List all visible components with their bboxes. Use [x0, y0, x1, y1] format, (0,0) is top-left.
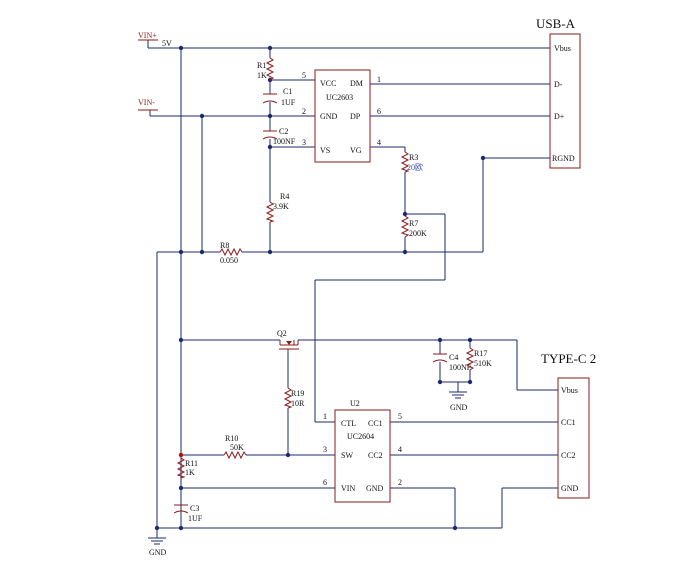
- u1-pin-num-3: 3: [302, 138, 306, 147]
- r11-value: 1K: [185, 468, 195, 477]
- ground-symbol-bottom: GND: [148, 537, 167, 557]
- resistor-r3: R3 20欧: [400, 151, 423, 173]
- rail-5v-label: 5V: [162, 39, 172, 48]
- r1-ref: R1: [257, 61, 266, 70]
- c3-ref: C3: [190, 504, 199, 513]
- u2-pin-num-1: 1: [323, 412, 327, 421]
- resistor-r11: R11 1K: [176, 457, 198, 479]
- ground-symbol-c4: GND: [449, 391, 468, 412]
- r7-value: 200K: [409, 229, 427, 238]
- u1-pin-num-6: 6: [377, 107, 381, 116]
- r3-ref: R3: [409, 153, 418, 162]
- u1-pin-vg: VG: [350, 146, 362, 155]
- c2-ref: C2: [279, 127, 288, 136]
- gnd-c4-label: GND: [450, 403, 468, 412]
- r3-value: 20欧: [407, 162, 423, 172]
- u1-pin-dp: DP: [350, 112, 361, 121]
- vin-plus-port: VIN+: [138, 31, 158, 41]
- u1-pin-num-5: 5: [302, 71, 306, 80]
- r11-ref: R11: [185, 459, 198, 468]
- resistor-r8: R8 0.050: [219, 241, 243, 265]
- r7-ref: R7: [409, 219, 418, 228]
- usb-a-pin-dplus: D+: [554, 112, 565, 121]
- type-c-pin-cc2: CC2: [561, 451, 576, 460]
- junctions: [154, 45, 486, 531]
- u1-pin-vs: VS: [320, 146, 330, 155]
- type-c-pin-cc1: CC1: [561, 418, 576, 427]
- u2-part-name: UC2604: [347, 432, 374, 441]
- u2-pin-num-6: 6: [323, 478, 327, 487]
- resistor-r1: R1 1K: [257, 57, 275, 81]
- r8-ref: R8: [220, 241, 229, 250]
- u1-pin-num-4: 4: [377, 138, 381, 147]
- u2-pin-num-4: 4: [398, 445, 402, 454]
- resistor-r19: R19 10R: [283, 387, 305, 409]
- u2-pin-cc2: CC2: [368, 451, 383, 460]
- type-c-pin-vbus: Vbus: [561, 386, 578, 395]
- c3-value: 1UF: [188, 514, 203, 523]
- usb-a-connector: USB-A Vbus D- D+ RGND: [536, 16, 581, 169]
- capacitor-c1: C1 1UF: [262, 87, 296, 107]
- r4-value: 3.9K: [273, 202, 289, 211]
- capacitor-c3: C3 1UF: [173, 504, 203, 523]
- wires: [140, 39, 558, 538]
- capacitor-c4: C4 100NF: [432, 353, 472, 372]
- r17-value: 510K: [474, 359, 492, 368]
- u1-pin-gnd: GND: [320, 112, 338, 121]
- r4-ref: R4: [280, 192, 289, 201]
- r19-ref: R19: [291, 389, 304, 398]
- r8-value: 0.050: [220, 256, 238, 265]
- u1-pin-num-2: 2: [302, 107, 306, 116]
- r17-ref: R17: [474, 349, 487, 358]
- usb-a-pin-vbus: Vbus: [554, 44, 571, 53]
- u2-pin-gnd: GND: [366, 484, 384, 493]
- usb-a-pin-dminus: D-: [554, 80, 563, 89]
- u1-pin-num-1: 1: [377, 75, 381, 84]
- r19-value: 10R: [291, 399, 305, 408]
- usb-a-title: USB-A: [536, 16, 576, 31]
- type-c-connector: TYPE-C 2 Vbus CC1 CC2 GND: [541, 351, 596, 499]
- usb-a-pin-rgnd: RGND: [552, 154, 575, 163]
- vin-minus-port: VIN-: [138, 98, 158, 111]
- u2-pin-cc1: CC1: [368, 419, 383, 428]
- r10-ref: R10: [225, 434, 238, 443]
- vin-minus-label: VIN-: [138, 98, 155, 107]
- u1-pin-vcc: VCC: [320, 79, 336, 88]
- c2-value: 100NF: [273, 137, 296, 146]
- gnd-bottom-label: GND: [149, 548, 167, 557]
- resistor-r4: R4 3.9K: [265, 192, 289, 223]
- resistor-r10: R10 50K: [223, 434, 247, 460]
- mosfet-q2: Q2: [277, 329, 299, 352]
- c4-value: 100NF: [449, 363, 472, 372]
- u2-pin-num-3: 3: [323, 445, 327, 454]
- resistor-r17: R17 510K: [465, 347, 492, 371]
- u1-part-name: UC2603: [326, 93, 353, 102]
- u2-chip: U2 CTL SW VIN CC1 CC2 GND UC2604 1 3 6 5…: [323, 399, 402, 503]
- type-c-title: TYPE-C 2: [541, 351, 596, 366]
- resistor-r7: R7 200K: [400, 215, 427, 238]
- u2-ref: U2: [350, 399, 360, 408]
- u1-pin-dm: DM: [350, 79, 363, 88]
- c1-ref: C1: [283, 87, 292, 96]
- u1-chip: VCC GND VS DM DP VG UC2603 5 2 3 1 6 4: [302, 69, 381, 163]
- u2-pin-num-2: 2: [398, 478, 402, 487]
- r1-value: 1K: [257, 71, 267, 80]
- u2-pin-sw: SW: [341, 451, 353, 460]
- vin-plus-label: VIN+: [138, 31, 157, 40]
- u2-pin-ctl: CTL: [341, 419, 356, 428]
- u2-pin-num-5: 5: [398, 412, 402, 421]
- r10-value: 50K: [230, 443, 244, 452]
- capacitor-c2: C2 100NF: [262, 127, 296, 146]
- q2-ref: Q2: [277, 329, 287, 338]
- c1-value: 1UF: [281, 98, 296, 107]
- c4-ref: C4: [449, 353, 458, 362]
- u2-pin-vin: VIN: [341, 484, 355, 493]
- type-c-pin-gnd: GND: [561, 484, 579, 493]
